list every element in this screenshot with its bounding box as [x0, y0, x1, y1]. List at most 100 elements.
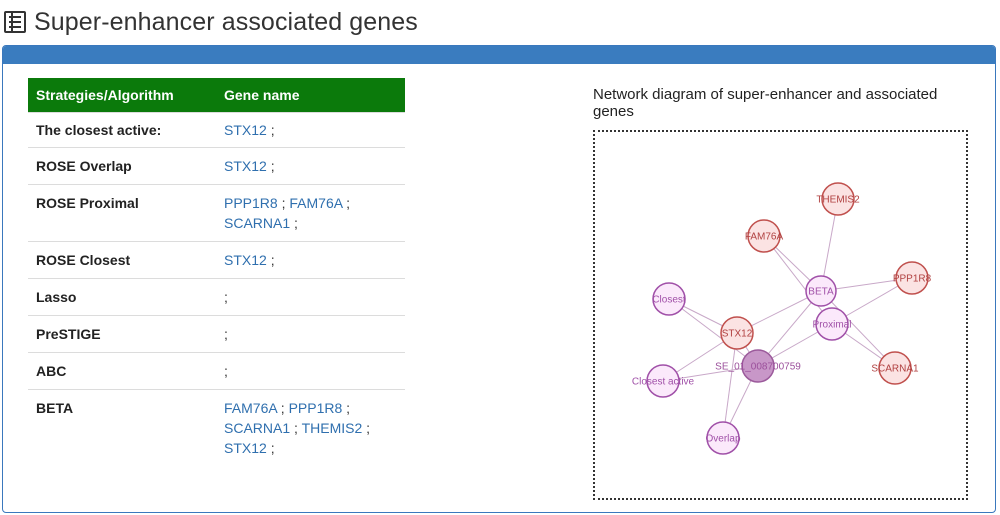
node-circle[interactable]	[652, 282, 686, 316]
separator: ;	[224, 289, 228, 305]
strategy-cell: The closest active:	[28, 112, 216, 148]
node-circle[interactable]	[720, 316, 754, 350]
network-edge	[820, 290, 896, 369]
node-circle[interactable]	[878, 351, 912, 385]
gene-link[interactable]: STX12	[224, 252, 267, 268]
content-panel	[2, 45, 996, 513]
gene-link[interactable]: STX12	[224, 158, 267, 174]
gene-name-cell: ;	[216, 315, 405, 353]
separator: ;	[342, 195, 351, 211]
network-node-stx12[interactable]: STX12	[720, 316, 754, 350]
node-circle[interactable]	[815, 307, 849, 341]
node-circle[interactable]	[895, 261, 929, 295]
strategy-cell: Lasso	[28, 278, 216, 316]
node-circle[interactable]	[706, 421, 740, 455]
separator: ;	[224, 326, 228, 342]
panel-heading-bar	[3, 46, 995, 64]
table-row: ABC;	[28, 352, 405, 390]
page-header: Super-enhancer associated genes	[4, 4, 418, 40]
column-header-strategy: Strategies/Algorithm	[28, 78, 216, 113]
node-circle[interactable]	[741, 349, 775, 383]
node-label: SCARNA1	[871, 364, 919, 375]
node-circle[interactable]	[821, 182, 855, 216]
column-header-gene-name: Gene name	[216, 78, 405, 113]
gene-name-cell: FAM76A ; PPP1R8 ; SCARNA1 ; THEMIS2 ; ST…	[216, 389, 405, 466]
table-header-row: Strategies/Algorithm Gene name	[28, 78, 405, 113]
gene-name-cell: STX12 ;	[216, 147, 405, 185]
node-label: Closest active	[632, 377, 695, 388]
gene-link[interactable]: STX12	[224, 122, 267, 138]
strategy-cell: ROSE Proximal	[28, 184, 216, 242]
node-label: PPP1R8	[893, 274, 932, 285]
separator: ;	[224, 363, 228, 379]
gene-name-cell: ;	[216, 278, 405, 316]
separator: ;	[290, 420, 302, 436]
gene-link[interactable]: PPP1R8	[224, 195, 278, 211]
gene-link[interactable]: THEMIS2	[301, 420, 363, 436]
table-row: PreSTIGE;	[28, 315, 405, 353]
gene-link[interactable]: FAM76A	[289, 195, 343, 211]
gene-link[interactable]: FAM76A	[224, 400, 277, 416]
network-edge	[763, 235, 833, 325]
gene-link[interactable]: PPP1R8	[288, 400, 343, 416]
network-title: Network diagram of super-enhancer and as…	[593, 86, 938, 120]
list-icon	[4, 11, 26, 33]
network-node-beta[interactable]: BETA	[805, 275, 837, 307]
gene-name-cell: PPP1R8 ; FAM76A ; SCARNA1 ;	[216, 184, 405, 242]
network-node-closest[interactable]: Closest	[652, 282, 686, 316]
network-edge	[668, 298, 759, 367]
node-label: STX12	[722, 329, 753, 340]
page-title: Super-enhancer associated genes	[34, 7, 418, 36]
separator: ;	[266, 440, 275, 456]
table-row: The closest active:STX12 ;	[28, 112, 405, 148]
separator: ;	[266, 158, 275, 174]
node-label: THEMIS2	[816, 195, 860, 206]
gene-name-cell: ;	[216, 352, 405, 390]
separator: ;	[362, 420, 371, 436]
network-node-closestactive[interactable]: Closest active	[632, 364, 695, 398]
gene-name-cell: STX12 ;	[216, 112, 405, 148]
gene-link[interactable]: SCARNA1	[224, 215, 291, 231]
gene-name-cell: STX12 ;	[216, 241, 405, 279]
node-circle[interactable]	[646, 364, 680, 398]
strategy-cell: PreSTIGE	[28, 315, 216, 353]
node-label: Overlap	[705, 434, 740, 445]
strategy-cell: ROSE Overlap	[28, 147, 216, 185]
gene-link[interactable]: SCARNA1	[224, 420, 291, 436]
separator: ;	[276, 400, 289, 416]
node-label: Proximal	[813, 320, 852, 331]
network-node-fam76a[interactable]: FAM76A	[745, 219, 784, 253]
network-node-se[interactable]: SE_01_008700759	[715, 349, 801, 383]
separator: ;	[266, 252, 275, 268]
node-label: Closest	[652, 295, 686, 306]
node-label: FAM76A	[745, 232, 784, 243]
separator: ;	[342, 400, 351, 416]
separator: ;	[277, 195, 290, 211]
strategy-cell: BETA	[28, 389, 216, 466]
network-edges	[662, 198, 913, 439]
node-circle[interactable]	[805, 275, 837, 307]
strategy-cell: ABC	[28, 352, 216, 390]
node-label: BETA	[808, 287, 834, 298]
node-label: SE_01_008700759	[715, 362, 801, 373]
separator: ;	[266, 122, 275, 138]
separator: ;	[290, 215, 298, 231]
node-circle[interactable]	[747, 219, 781, 253]
network-node-scarna1[interactable]: SCARNA1	[871, 351, 919, 385]
network-node-proximal[interactable]: Proximal	[813, 307, 852, 341]
network-node-themis2[interactable]: THEMIS2	[816, 182, 860, 216]
network-edge	[722, 332, 738, 439]
network-node-overlap[interactable]: Overlap	[705, 421, 741, 455]
strategy-gene-table: Strategies/Algorithm Gene name The close…	[28, 78, 405, 466]
strategy-cell: ROSE Closest	[28, 241, 216, 279]
network-node-ppp1r8[interactable]: PPP1R8	[893, 261, 932, 295]
gene-link[interactable]: STX12	[224, 440, 267, 456]
table-row: Lasso;	[28, 278, 405, 316]
